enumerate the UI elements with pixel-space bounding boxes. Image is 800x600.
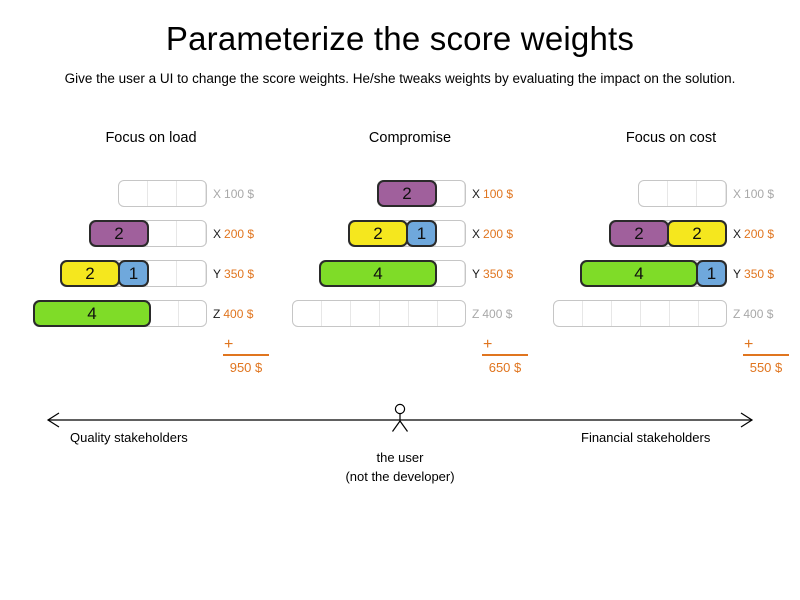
weight-bar-container: 2: [89, 220, 207, 247]
constraint-letter: X: [472, 186, 481, 201]
weight-bar-container: [292, 300, 466, 327]
weight-bar-container: [638, 180, 727, 207]
weight-block: 2: [609, 220, 669, 247]
weight-bar-container: 2 1: [348, 220, 466, 247]
user-actor-icon: [392, 403, 408, 432]
quality-stakeholders-label: Quality stakeholders: [70, 430, 188, 445]
plus-sign: +: [483, 336, 493, 353]
total-cost: 950 $: [223, 354, 269, 375]
weight-bar-container: 2 2: [609, 220, 727, 247]
total-cost: 550 $: [743, 354, 789, 375]
plus-sign: +: [224, 336, 234, 353]
constraint-letter: X: [213, 226, 222, 241]
constraint-letter: Y: [472, 266, 481, 281]
weight-block: 4: [33, 300, 151, 327]
user-sublabel: (not the developer): [345, 469, 455, 484]
stakeholder-axis: [46, 403, 754, 432]
weight-bar-container: [118, 180, 207, 207]
constraint-cost: 100 $: [224, 186, 255, 201]
weight-bar-container: [553, 300, 727, 327]
sum-block: + 650 $: [482, 336, 528, 375]
weight-block: 4: [580, 260, 698, 287]
page-title: Parameterize the score weights: [165, 20, 635, 57]
constraint-cost: 100 $: [744, 186, 775, 201]
sum-block: + 550 $: [743, 336, 789, 375]
constraint-letter: X: [213, 186, 222, 201]
constraint-cost: 200 $: [483, 226, 514, 241]
weight-bar-container: 2: [377, 180, 466, 207]
weight-block: 2: [667, 220, 727, 247]
plus-sign: +: [744, 336, 754, 353]
constraint-letter: Z: [733, 306, 741, 321]
financial-stakeholders-label: Financial stakeholders: [581, 430, 711, 445]
constraint-cost: 200 $: [224, 226, 255, 241]
constraint-cost: 350 $: [483, 266, 514, 281]
constraint-cost: 400 $: [223, 306, 254, 321]
weight-bar-container: 4 1: [580, 260, 727, 287]
weight-block: 1: [696, 260, 727, 287]
constraint-letter: Z: [213, 306, 221, 321]
constraint-letter: Y: [733, 266, 742, 281]
weight-bar-container: 2 1: [60, 260, 207, 287]
weight-block: 4: [319, 260, 437, 287]
page-subtitle: Give the user a UI to change the score w…: [64, 71, 736, 86]
user-label: the user: [376, 450, 424, 465]
weight-block: 2: [60, 260, 120, 287]
weight-block: 1: [118, 260, 149, 287]
constraint-letter: X: [733, 186, 742, 201]
constraint-letter: X: [733, 226, 742, 241]
total-cost: 650 $: [482, 354, 528, 375]
constraint-cost: 200 $: [744, 226, 775, 241]
panel-title: Focus on load: [105, 130, 197, 146]
panel-title: Compromise: [368, 130, 452, 146]
weight-block: 2: [377, 180, 437, 207]
constraint-letter: Z: [472, 306, 480, 321]
constraint-cost: 100 $: [483, 186, 514, 201]
constraint-cost: 350 $: [744, 266, 775, 281]
constraint-cost: 400 $: [743, 306, 774, 321]
weight-block: 2: [89, 220, 149, 247]
arrowhead-left-icon: [46, 412, 60, 428]
weight-block: 2: [348, 220, 408, 247]
constraint-letter: X: [472, 226, 481, 241]
sum-block: + 950 $: [223, 336, 269, 375]
constraint-cost: 400 $: [482, 306, 513, 321]
panel-title: Focus on cost: [625, 130, 717, 146]
arrowhead-right-icon: [740, 412, 754, 428]
weight-bar-container: 4: [319, 260, 466, 287]
constraint-letter: Y: [213, 266, 222, 281]
weight-block: 1: [406, 220, 437, 247]
weight-bar-container: 4: [33, 300, 207, 327]
constraint-cost: 350 $: [224, 266, 255, 281]
